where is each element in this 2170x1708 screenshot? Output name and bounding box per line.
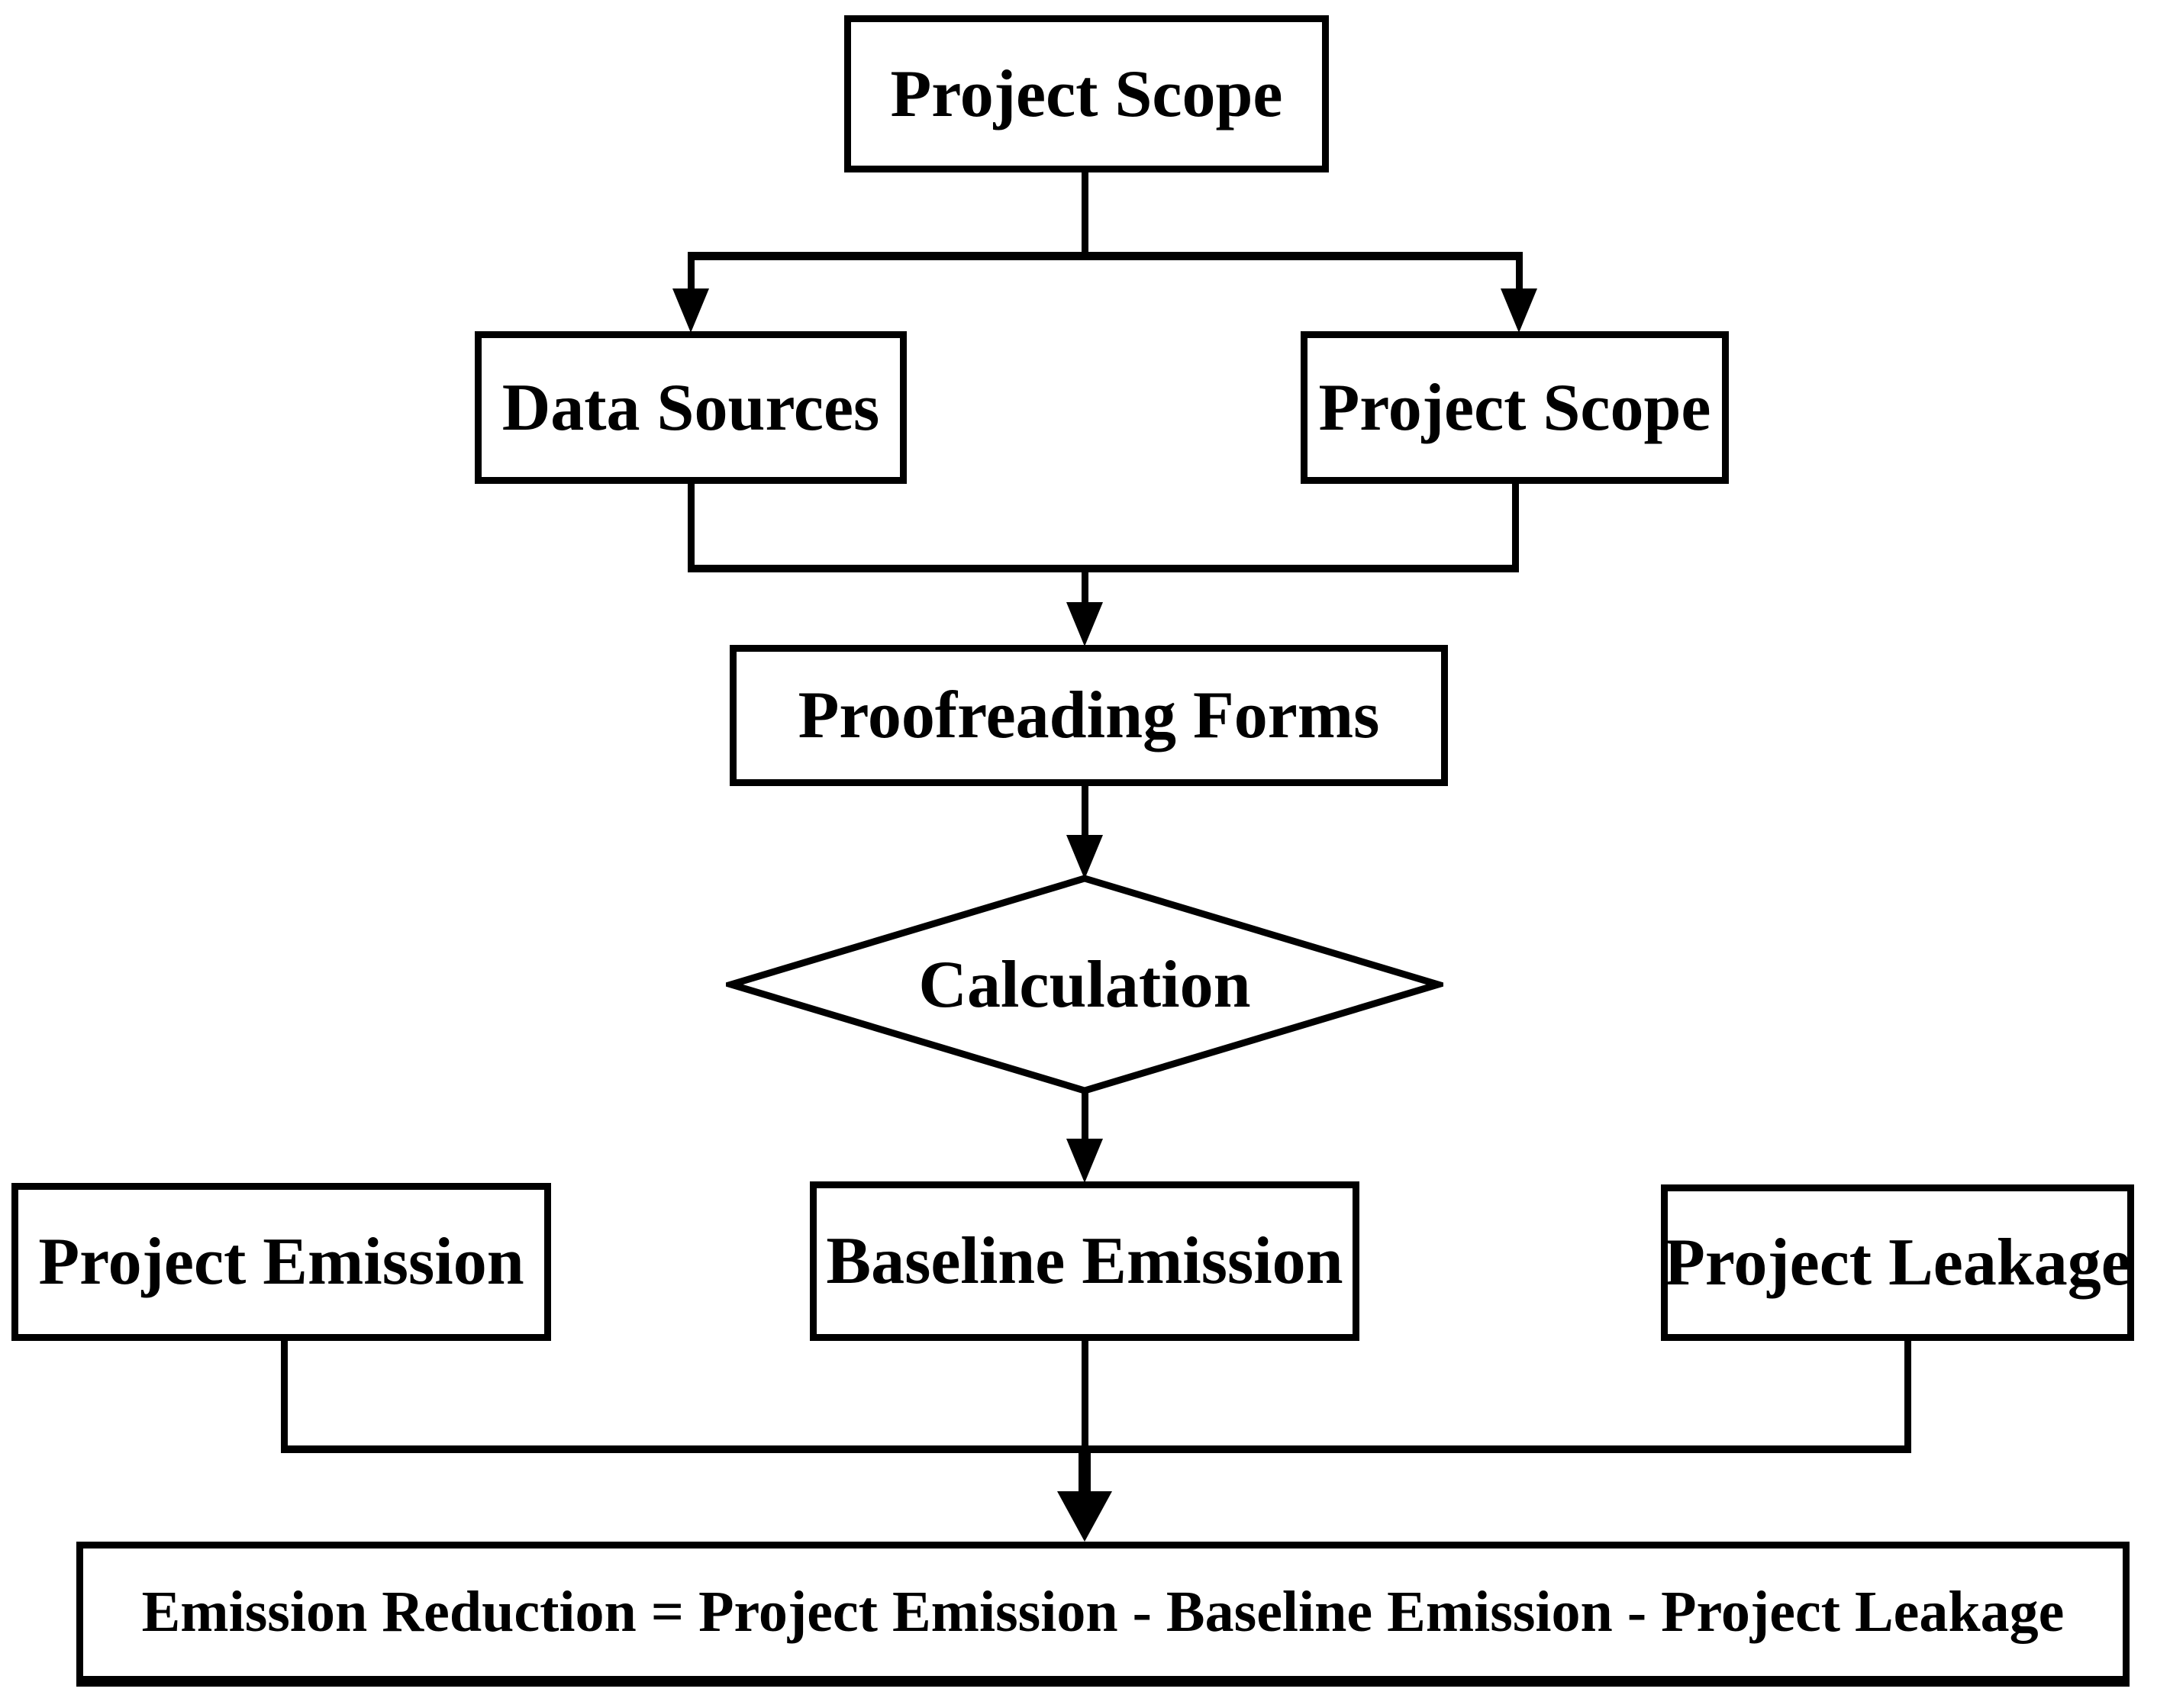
connector-baseline-emission-exit bbox=[1082, 1341, 1088, 1452]
node-data-sources: Data Sources bbox=[475, 331, 907, 484]
arrowhead-into-baseline-emission bbox=[1066, 1139, 1103, 1183]
node-project-leakage: Project Leakage bbox=[1661, 1184, 2134, 1341]
connector-project-emission-exit bbox=[281, 1341, 288, 1452]
connector-calculation-to-baseline bbox=[1082, 1091, 1088, 1141]
connector-final-shaft bbox=[1079, 1445, 1091, 1494]
arrowhead-into-calculation bbox=[1066, 835, 1103, 879]
node-project-scope-right-label: Project Scope bbox=[1318, 370, 1711, 445]
arrowhead-into-project-scope-right bbox=[1501, 288, 1537, 333]
arrowhead-into-data-sources bbox=[672, 288, 709, 333]
connector-split-right-stub bbox=[1516, 252, 1523, 292]
connector-top-vertical bbox=[1082, 172, 1088, 257]
connector-converge-horizontal bbox=[688, 565, 1519, 572]
node-project-scope-top-label: Project Scope bbox=[890, 56, 1283, 131]
arrowhead-into-formula bbox=[1057, 1491, 1112, 1542]
connector-data-sources-exit bbox=[688, 484, 695, 568]
node-emission-reduction-formula-label: Emission Reduction = Project Emission - … bbox=[141, 1580, 2065, 1644]
connector-split-horizontal bbox=[688, 252, 1523, 260]
node-project-leakage-label: Project Leakage bbox=[1664, 1226, 2131, 1300]
node-project-emission-label: Project Emission bbox=[38, 1225, 524, 1299]
connector-proofreading-to-calculation bbox=[1082, 786, 1088, 837]
node-emission-reduction-formula: Emission Reduction = Project Emission - … bbox=[76, 1542, 2130, 1687]
node-data-sources-label: Data Sources bbox=[501, 370, 880, 445]
connector-split-left-stub bbox=[688, 252, 695, 292]
arrowhead-into-proofreading-forms bbox=[1066, 602, 1103, 646]
node-project-scope-right: Project Scope bbox=[1301, 331, 1729, 484]
node-project-emission: Project Emission bbox=[11, 1183, 551, 1341]
node-proofreading-forms: Proofreading Forms bbox=[730, 645, 1448, 786]
connector-converge-center-stub bbox=[1082, 565, 1088, 607]
connector-project-scope-right-exit bbox=[1512, 484, 1519, 568]
connector-project-leakage-exit bbox=[1904, 1341, 1911, 1452]
calculation-diamond-shape bbox=[726, 875, 1443, 1094]
node-calculation-label: Calculation bbox=[918, 947, 1251, 1022]
node-project-scope-top: Project Scope bbox=[844, 15, 1329, 172]
node-proofreading-forms-label: Proofreading Forms bbox=[798, 678, 1380, 752]
connector-bottom-horizontal bbox=[281, 1445, 1911, 1453]
node-calculation: Calculation bbox=[726, 873, 1443, 1096]
node-baseline-emission: Baseline Emission bbox=[810, 1181, 1359, 1341]
node-baseline-emission-label: Baseline Emission bbox=[826, 1224, 1343, 1298]
